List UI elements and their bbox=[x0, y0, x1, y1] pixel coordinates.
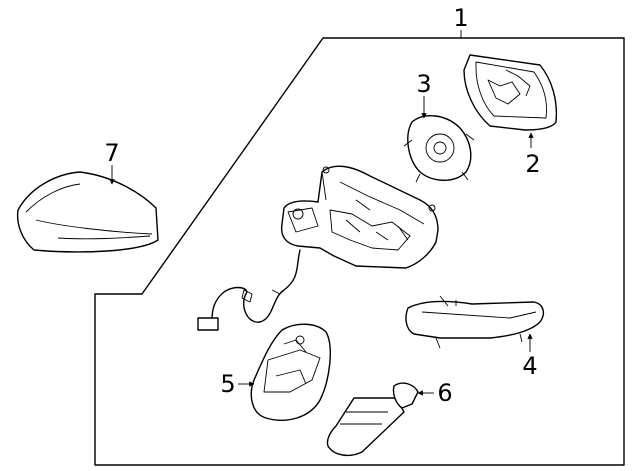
mirror-housing bbox=[280, 165, 439, 269]
callout-3: 3 bbox=[416, 70, 431, 98]
wiring-harness bbox=[197, 249, 301, 331]
callout-6: 6 bbox=[437, 379, 452, 407]
part-6-lamp bbox=[326, 382, 419, 457]
callout-5: 5 bbox=[220, 370, 235, 398]
part-2-mirror-glass bbox=[463, 54, 558, 131]
part-5-module bbox=[250, 323, 331, 421]
callout-4: 4 bbox=[522, 352, 537, 380]
part-3-actuator bbox=[403, 115, 475, 183]
callout-2: 2 bbox=[525, 150, 540, 178]
part-7-mirror-cover bbox=[16, 171, 159, 253]
part-4-turn-signal bbox=[405, 295, 545, 349]
callout-1: 1 bbox=[453, 4, 468, 32]
callout-7: 7 bbox=[104, 139, 119, 167]
assembly-boundary bbox=[94, 37, 625, 466]
